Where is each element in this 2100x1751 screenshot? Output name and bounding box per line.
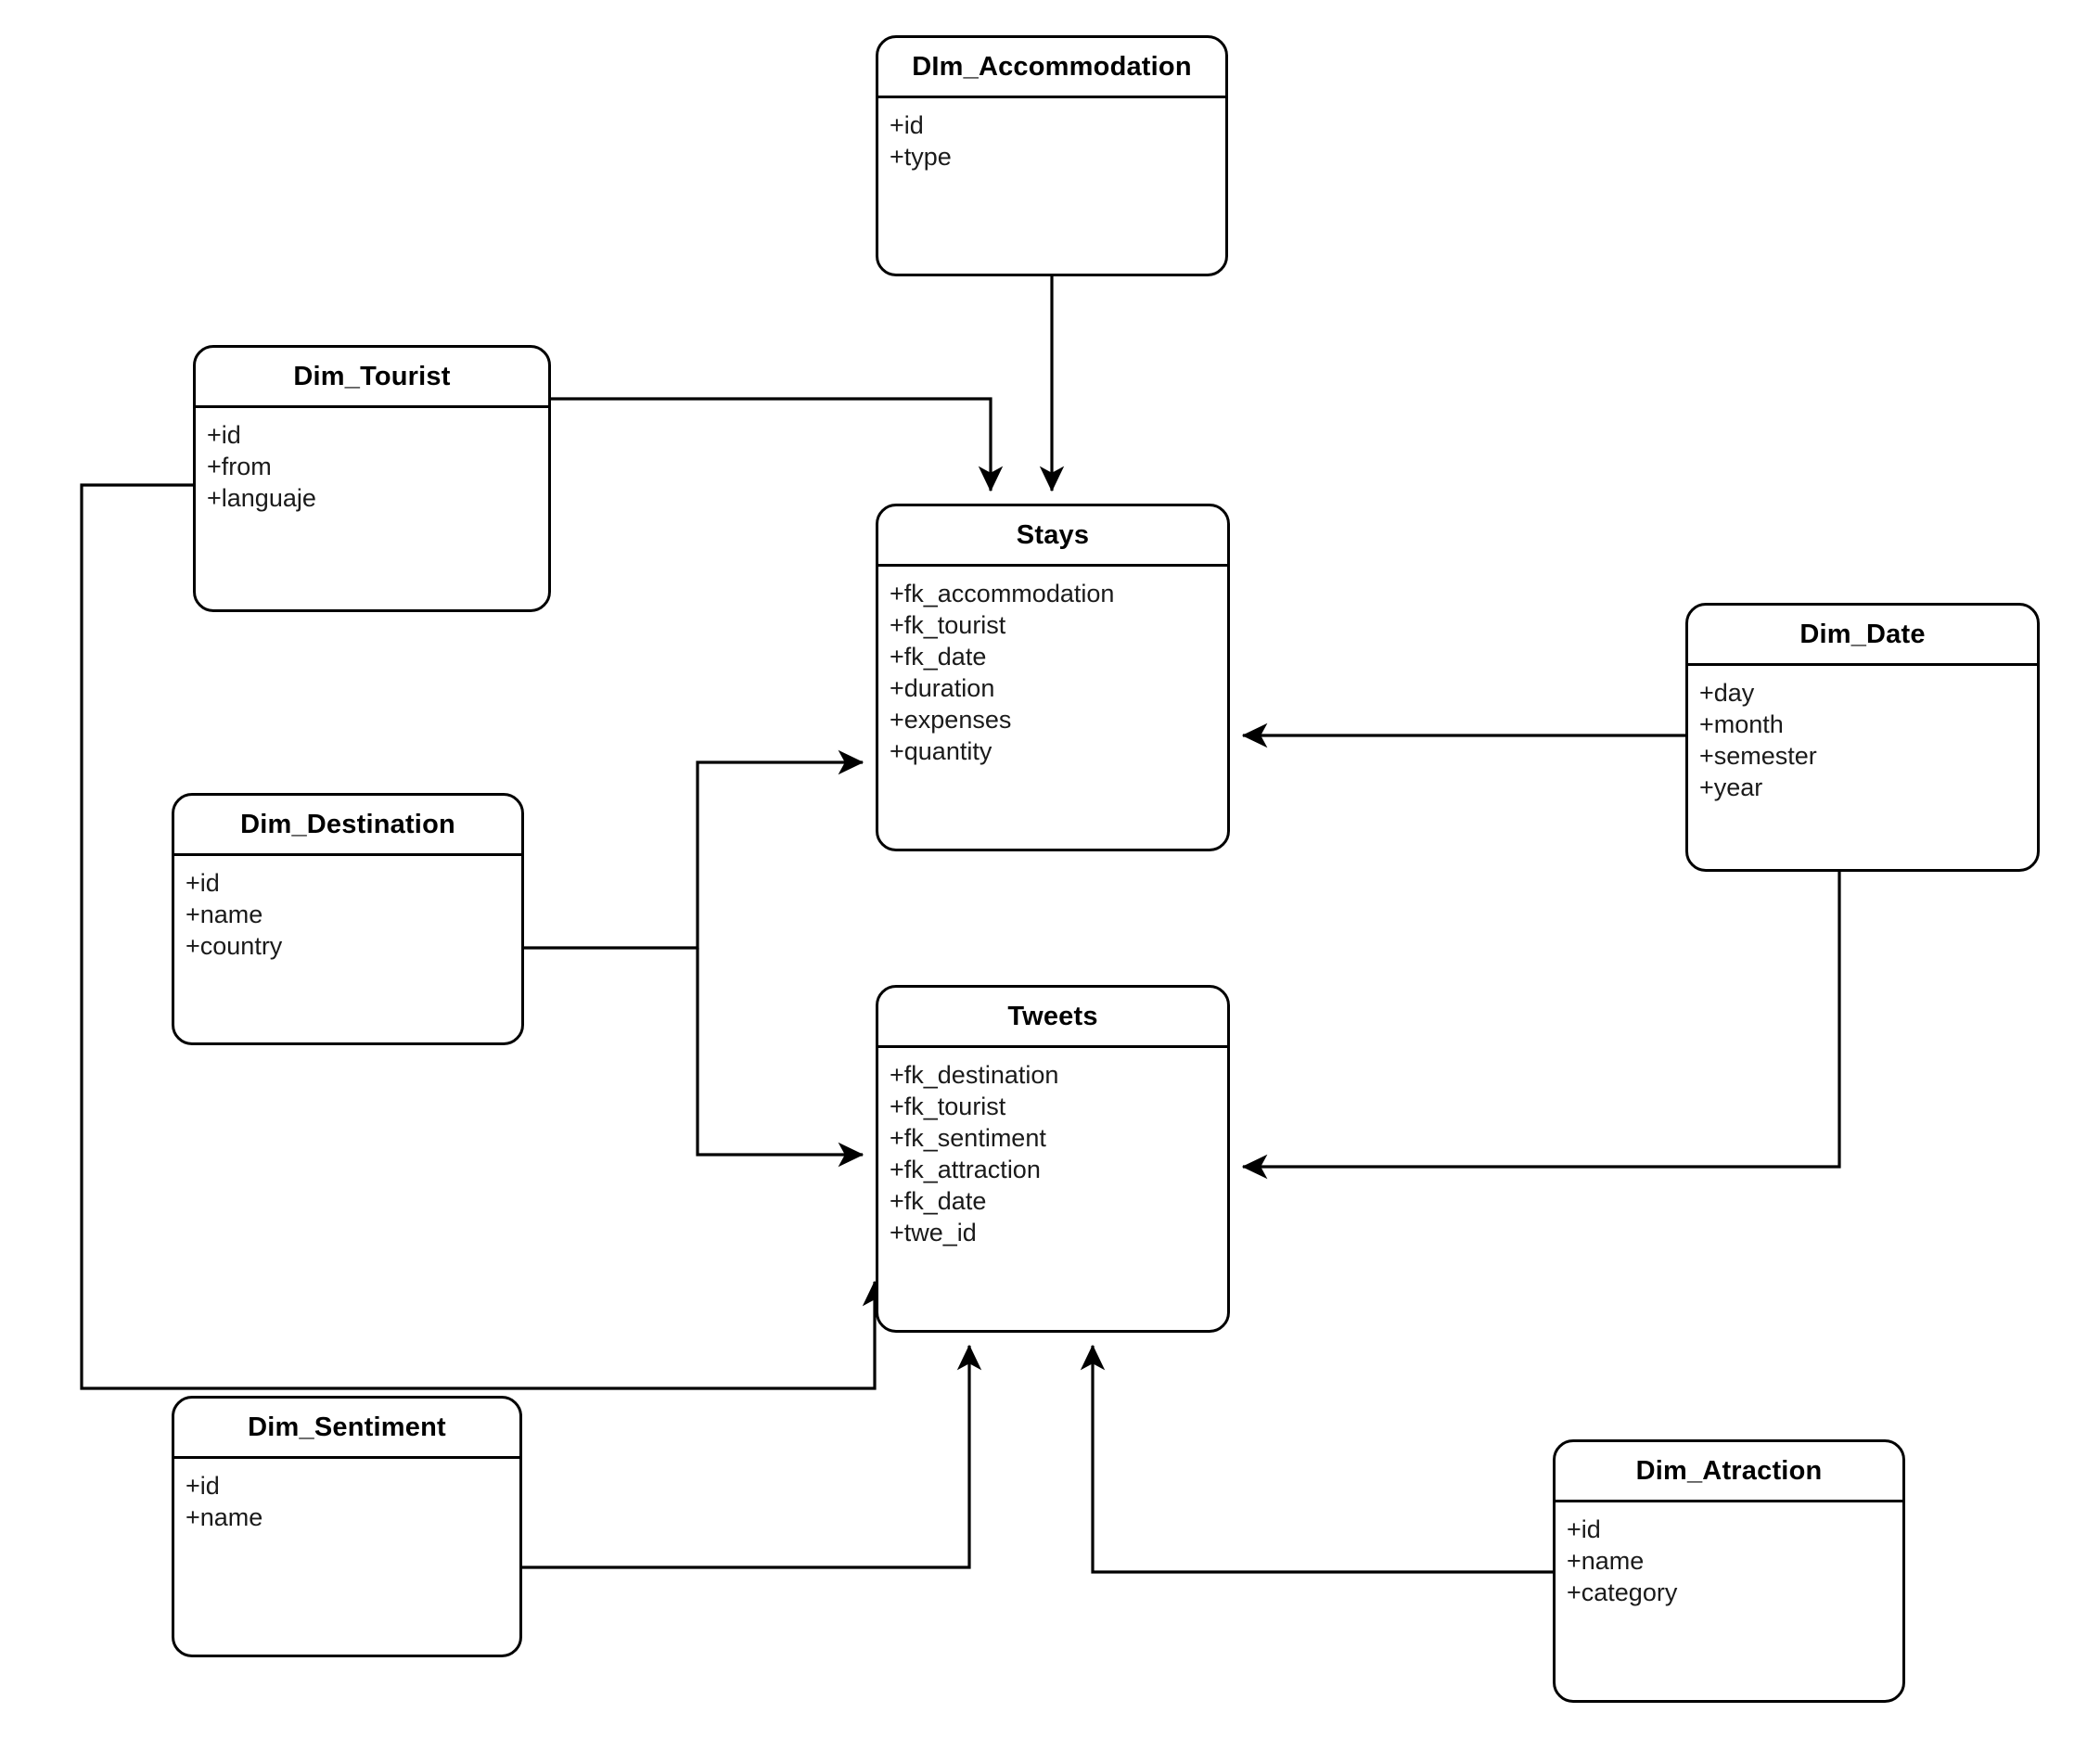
connector-destination-stays (524, 749, 864, 950)
attribute-row: +semester (1699, 742, 1817, 770)
class-title-dim-atraction: Dim_Atraction (1556, 1442, 1902, 1502)
class-title-tweets: Tweets (878, 988, 1227, 1048)
class-attributes-dim-atraction: +id +name +category (1556, 1502, 1902, 1608)
attribute-row: +month (1699, 710, 1784, 738)
attribute-row: +fk_destination (890, 1061, 1059, 1089)
attribute-row: +fk_date (890, 1187, 987, 1215)
attribute-row: +name (186, 1503, 263, 1531)
attribute-row: +day (1699, 679, 1755, 707)
connector-sentiment-tweets (522, 1344, 982, 1569)
class-box-dim-destination[interactable]: Dim_Destination +id +name +country (172, 793, 524, 1045)
attribute-row: +type (890, 143, 952, 171)
class-box-dim-sentiment[interactable]: Dim_Sentiment +id +name (172, 1396, 522, 1657)
attribute-row: +id (890, 111, 924, 139)
class-box-stays[interactable]: Stays +fk_accommodation +fk_tourist +fk_… (876, 504, 1230, 851)
class-attributes-dim-sentiment: +id +name (174, 1459, 519, 1533)
attribute-row: +id (186, 1472, 220, 1500)
class-attributes-stays: +fk_accommodation +fk_tourist +fk_date +… (878, 567, 1227, 767)
class-box-dim-tourist[interactable]: Dim_Tourist +id +from +languaje (193, 345, 551, 612)
attribute-row: +fk_tourist (890, 611, 1006, 639)
connector-atraction-tweets (1080, 1344, 1553, 1574)
attribute-row: +category (1567, 1578, 1678, 1606)
attribute-row: +fk_date (890, 643, 987, 671)
class-title-stays: Stays (878, 506, 1227, 567)
attribute-row: +year (1699, 773, 1763, 801)
class-attributes-dim-destination: +id +name +country (174, 856, 521, 962)
connector-date-tweets (1241, 872, 1841, 1180)
class-box-tweets[interactable]: Tweets +fk_destination +fk_tourist +fk_s… (876, 985, 1230, 1333)
attribute-row: +name (186, 901, 263, 928)
attribute-row: +duration (890, 674, 995, 702)
class-attributes-dim-tourist: +id +from +languaje (196, 408, 548, 514)
attribute-row: +fk_sentiment (890, 1124, 1046, 1152)
attribute-row: +fk_tourist (890, 1093, 1006, 1120)
attribute-row: +id (1567, 1515, 1601, 1543)
class-attributes-dim-accommodation: +id +type (878, 98, 1225, 173)
attribute-row: +fk_attraction (890, 1156, 1041, 1183)
class-attributes-dim-date: +day +month +semester +year (1688, 666, 2037, 803)
attribute-row: +country (186, 932, 283, 960)
class-title-dim-destination: Dim_Destination (174, 796, 521, 856)
class-title-dim-accommodation: DIm_Accommodation (878, 38, 1225, 98)
attribute-row: +id (207, 421, 241, 449)
connector-destination-tweets (696, 948, 864, 1168)
class-title-dim-tourist: Dim_Tourist (196, 348, 548, 408)
class-box-dim-atraction[interactable]: Dim_Atraction +id +name +category (1553, 1439, 1905, 1703)
attribute-row: +from (207, 453, 272, 480)
attribute-row: +languaje (207, 484, 316, 512)
attribute-row: +id (186, 869, 220, 897)
class-attributes-tweets: +fk_destination +fk_tourist +fk_sentimen… (878, 1048, 1227, 1248)
class-title-dim-sentiment: Dim_Sentiment (174, 1399, 519, 1459)
attribute-row: +fk_accommodation (890, 580, 1115, 607)
attribute-row: +quantity (890, 737, 992, 765)
class-box-dim-accommodation[interactable]: DIm_Accommodation +id +type (876, 35, 1228, 276)
attribute-row: +name (1567, 1547, 1645, 1575)
attribute-row: +expenses (890, 706, 1012, 734)
attribute-row: +twe_id (890, 1219, 977, 1246)
class-box-dim-date[interactable]: Dim_Date +day +month +semester +year (1685, 603, 2040, 872)
connector-tourist-stays (551, 397, 1004, 492)
class-title-dim-date: Dim_Date (1688, 606, 2037, 666)
